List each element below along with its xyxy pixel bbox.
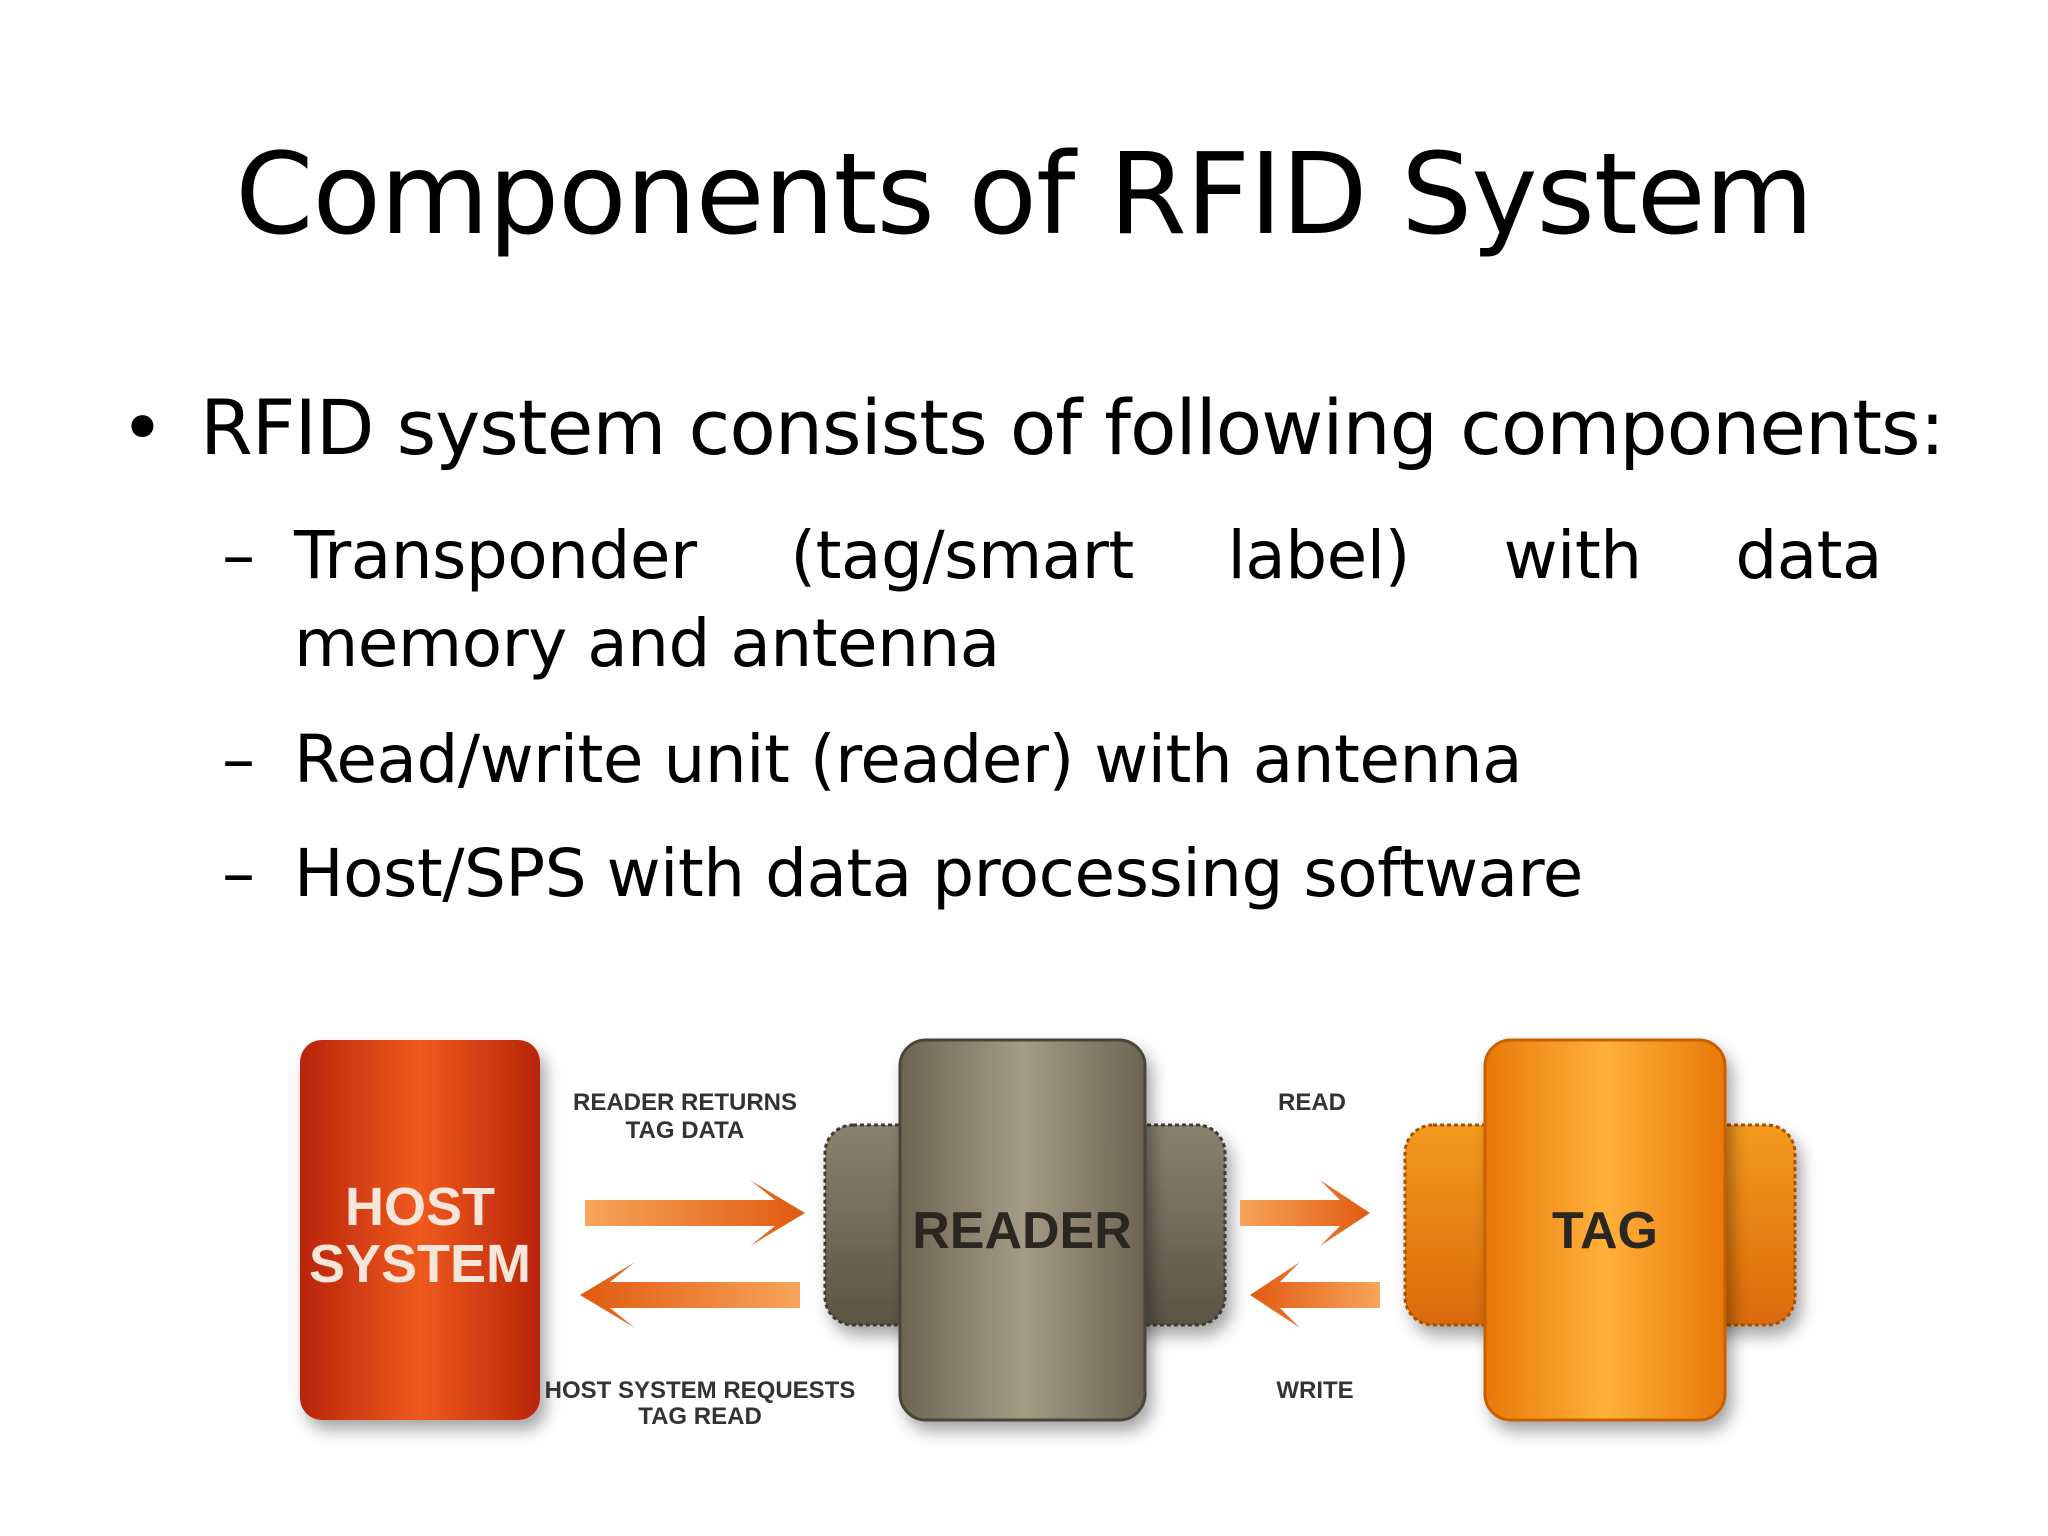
host-system-box: HOST SYSTEM — [300, 1040, 540, 1420]
sub-item-text: Transponder (tag/smart label) with data … — [294, 517, 1883, 682]
bullet-marker: • — [120, 383, 165, 472]
arrow-label-reader-returns-1: READER RETURNS — [573, 1089, 797, 1116]
sub-item-reader: – Read/write unit (reader) with antenna — [222, 716, 1882, 804]
sub-item-text: Read/write unit (reader) with antenna — [294, 721, 1523, 798]
host-label-line1: HOST — [345, 1177, 495, 1237]
right-arrows: READ WRITE — [1240, 1089, 1380, 1404]
arrow-label-write: WRITE — [1276, 1377, 1353, 1404]
dash-marker: – — [222, 517, 255, 594]
rfid-diagram-svg: HOST SYSTEM READER RETURNS TAG DATA HOST… — [300, 1038, 1797, 1430]
arrow-label-reader-returns-2: TAG DATA — [626, 1117, 745, 1144]
host-label-line2: SYSTEM — [309, 1234, 531, 1294]
arrow-left-icon — [1250, 1262, 1380, 1328]
rfid-diagram: HOST SYSTEM READER RETURNS TAG DATA HOST… — [230, 1020, 1820, 1500]
main-bullet-text: RFID system consists of following compon… — [200, 383, 1945, 472]
arrow-label-host-requests-2: TAG READ — [638, 1403, 762, 1430]
arrow-right-icon — [585, 1180, 805, 1246]
tag-label: TAG — [1552, 1202, 1658, 1260]
dash-marker: – — [222, 835, 255, 912]
arrow-label-host-requests-1: HOST SYSTEM REQUESTS — [545, 1377, 856, 1404]
arrow-label-read: READ — [1278, 1089, 1346, 1116]
slide-title: Components of RFID System — [235, 130, 1814, 260]
arrow-left-icon — [580, 1262, 800, 1328]
dash-marker: – — [222, 721, 255, 798]
tag-box: TAG — [1403, 1038, 1797, 1422]
reader-box: READER — [823, 1038, 1227, 1422]
sub-item-transponder: – Transponder (tag/smart label) with dat… — [222, 512, 1883, 688]
sub-item-text: Host/SPS with data processing software — [294, 835, 1583, 912]
main-bullet: • RFID system consists of following compo… — [120, 380, 1950, 476]
sub-item-host: – Host/SPS with data processing software — [222, 830, 1882, 918]
arrow-right-icon — [1240, 1180, 1370, 1246]
left-arrows: READER RETURNS TAG DATA HOST SYSTEM REQU… — [545, 1089, 856, 1430]
reader-label: READER — [912, 1202, 1132, 1260]
